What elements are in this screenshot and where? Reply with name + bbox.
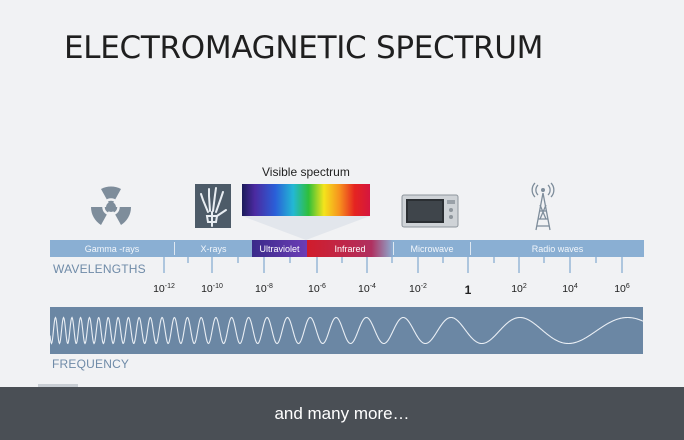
band-ultraviolet: Ultraviolet xyxy=(252,240,307,257)
spectrum-band-bar: Gamma -rays X-rays Ultraviolet Infrared … xyxy=(50,240,644,257)
wavelength-tick-label: 10-4 xyxy=(358,283,376,295)
radiation-icon xyxy=(90,186,132,225)
band-radio-waves: Radio waves xyxy=(531,243,584,254)
frequency-wave xyxy=(49,316,644,345)
band-x-rays: X-rays xyxy=(200,243,227,254)
wavelength-tick-label: 10-12 xyxy=(153,283,175,295)
wavelength-tick-label: 106 xyxy=(614,283,630,295)
wavelength-tick-label: 10-6 xyxy=(308,283,326,295)
wavelength-scale xyxy=(163,257,623,273)
band-divider xyxy=(174,242,175,255)
band-gamma-rays: Gamma -rays xyxy=(84,243,140,254)
band-infrared: Infrared xyxy=(307,240,393,257)
visible-spectrum-label: Visible spectrum xyxy=(262,165,350,179)
band-divider xyxy=(470,242,471,255)
wavelengths-label: WAVELENGTHS xyxy=(53,262,146,276)
frequency-label: FREQUENCY xyxy=(52,357,130,371)
wavelength-tick-label: 10-10 xyxy=(201,283,223,295)
wavelength-tick-label: 1 xyxy=(464,283,472,297)
decorative-dash xyxy=(38,384,78,387)
microwave-oven-icon xyxy=(401,194,459,228)
caption-text: and many more… xyxy=(274,403,410,423)
wavelength-tick-label: 10-2 xyxy=(409,283,427,295)
radio-tower-icon xyxy=(531,182,555,231)
band-microwave: Microwave xyxy=(410,243,454,254)
xray-hand-icon xyxy=(195,184,231,228)
band-divider xyxy=(393,242,394,255)
caption-bar: and many more… xyxy=(0,387,684,440)
visible-spectrum-gradient xyxy=(242,184,370,216)
page-title: ELECTROMAGNETIC SPECTRUM xyxy=(64,30,544,66)
frequency-wave-panel xyxy=(49,307,644,354)
wavelength-tick-label: 102 xyxy=(511,283,527,295)
wavelength-tick-label: 104 xyxy=(562,283,578,295)
wavelength-tick-label: 10-8 xyxy=(255,283,273,295)
